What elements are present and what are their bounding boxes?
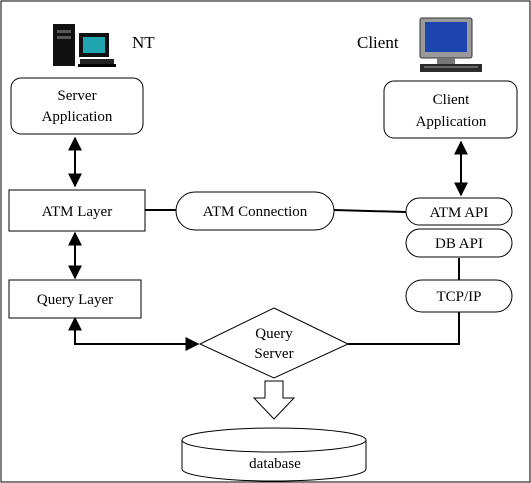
client-label: Client — [357, 33, 399, 52]
query-layer-label: Query Layer — [37, 292, 113, 308]
nt-label: NT — [132, 33, 155, 52]
server-application-box — [10, 77, 144, 135]
down-arrow-icon — [252, 380, 296, 420]
tcpip-query-server-link — [348, 312, 460, 345]
desktop-computer-icon — [419, 17, 482, 72]
client-application-label-line1: Client — [433, 92, 470, 108]
atm-api-label: ATM API — [430, 205, 489, 221]
query-layer-box — [8, 279, 142, 319]
database-label: database — [249, 456, 301, 472]
client-application-box — [383, 80, 518, 139]
server-application-label-line1: Server — [57, 88, 96, 104]
client-application-label-line2: Application — [416, 114, 487, 130]
db-api-node — [405, 228, 513, 258]
tcp-ip-label: TCP/IP — [436, 289, 481, 305]
server-workstation-icon — [53, 24, 116, 67]
connection-atm-api-link — [333, 209, 407, 213]
atm-connection-node — [175, 191, 335, 231]
atm-api-node — [405, 197, 513, 226]
atm-connection-label: ATM Connection — [203, 204, 308, 220]
atm-layer-label: ATM Layer — [42, 204, 112, 220]
query-server-label-line1: Query — [255, 326, 293, 342]
server-application-label-line2: Application — [42, 109, 113, 125]
database-cylinder — [181, 427, 367, 482]
db-api-label: DB API — [435, 236, 483, 252]
atm-layer-box — [8, 189, 146, 232]
query-layer-query-server-arrow — [68, 316, 200, 351]
query-server-node — [198, 307, 350, 379]
query-server-label-line2: Server — [254, 346, 293, 362]
tcp-ip-node — [405, 279, 513, 313]
